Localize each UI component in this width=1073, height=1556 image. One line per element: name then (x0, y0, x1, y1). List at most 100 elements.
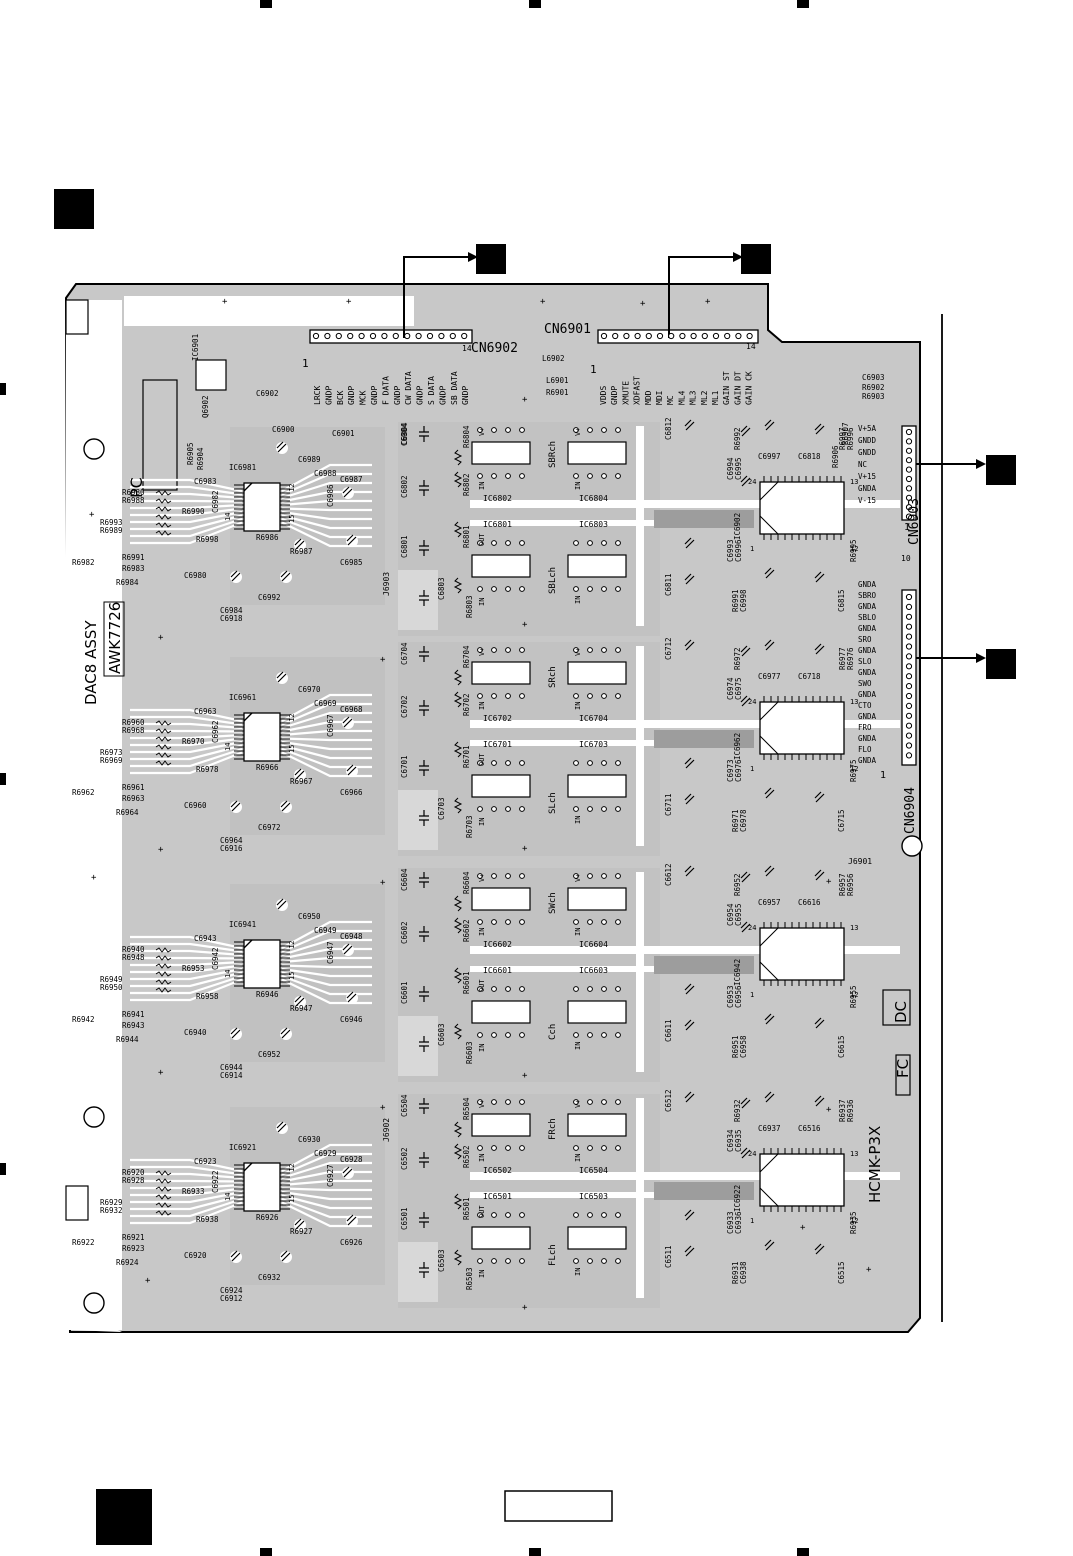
resistor-symbol (155, 728, 172, 734)
electrolytic-symbol (740, 1097, 751, 1109)
ic-pin (505, 986, 511, 992)
connector-pin (905, 613, 913, 620)
electrolytic-symbol (684, 1209, 695, 1221)
resistor-designator: R6948 (122, 953, 145, 962)
electrolytic-symbol (276, 441, 287, 453)
resistor-symbol (155, 1194, 172, 1200)
pin-number: 12 (288, 1164, 296, 1172)
ic-pin (505, 1212, 511, 1218)
trace (636, 426, 644, 626)
resistor-symbol (155, 987, 172, 993)
ic-pin (615, 647, 621, 653)
reference-mark: + (380, 1103, 386, 1113)
resistor-designator: R6975 (849, 759, 858, 782)
cn6901-signal: GAIN DT (733, 371, 742, 405)
ic-pin (587, 540, 593, 546)
connector-pin (381, 332, 388, 340)
resistor-designator: R6702 (462, 693, 471, 716)
cn6901-signal: GNDP (610, 386, 619, 405)
pin-number: 15 (288, 1195, 296, 1203)
ic-pin (491, 473, 497, 479)
opamp-ic-body (471, 554, 531, 578)
connector-pin (905, 752, 913, 759)
resistor-designator: R6501 (462, 1197, 471, 1220)
capacitor-designator: C6718 (798, 672, 821, 681)
pin-function: IN (478, 818, 486, 826)
trace (130, 974, 243, 995)
opamp-ic-body (567, 441, 627, 465)
connector-pin (905, 712, 913, 719)
resistor-symbol (155, 1210, 172, 1216)
resistor-symbol (155, 760, 172, 766)
opamp-ic-body (567, 774, 627, 798)
pin-number: 14 (224, 970, 232, 978)
electrolytic-symbol (346, 764, 357, 776)
ic-pin (587, 693, 593, 699)
resistor-symbol (155, 1178, 172, 1184)
ic-designator: IC6504 (579, 1166, 608, 1175)
capacitor-symbol (419, 1098, 429, 1114)
resistor-designator: R6932 (100, 1206, 123, 1215)
pin-function: IN (478, 928, 486, 936)
connector-pin (905, 732, 913, 739)
trace (130, 510, 243, 524)
capacitor-designator: C6970 (298, 685, 321, 694)
connector-pin (905, 633, 913, 640)
capacitor-designator: C6960 (184, 801, 207, 810)
part-designator: R6905 (186, 442, 195, 465)
capacitor-designator: C6701 (400, 755, 409, 778)
resistor-designator: R6970 (182, 737, 205, 746)
resistor-designator: R6703 (465, 815, 474, 838)
resistor-designator: R6929 (100, 1198, 123, 1207)
ic-pin (477, 540, 483, 546)
resistor-designator: R6960 (122, 718, 145, 727)
electrolytic-symbol (684, 1091, 695, 1103)
ic-pin (601, 427, 607, 433)
resistor-designator: R6966 (256, 763, 279, 772)
pin-function: V+ (574, 1100, 582, 1108)
trace (130, 1172, 243, 1180)
resistor-symbol (155, 522, 172, 528)
ic-pin (477, 806, 483, 812)
trace (281, 1187, 372, 1192)
electrolytic-symbol (740, 695, 751, 707)
ic-pin (587, 473, 593, 479)
capacitor-designator: C6977 (758, 672, 781, 681)
resistor-symbol (453, 895, 463, 912)
ic-pin (505, 806, 511, 812)
ic-pin (505, 873, 511, 879)
pin-number: 13 (850, 1150, 858, 1158)
cn6901-signal: MDD (644, 390, 653, 405)
capacitor-designator: C6914 (220, 1071, 243, 1080)
capacitor-symbol (419, 986, 429, 1002)
reference-mark: + (826, 877, 832, 887)
ic-pin (519, 540, 525, 546)
capacitor-designator: C6922 (211, 1170, 220, 1193)
cn6902-pin1: 1 (302, 357, 309, 370)
cn6903-signal: V+15 (858, 472, 876, 481)
capacitor-designator: C6929 (314, 1149, 337, 1158)
ic-designator: IC6961 (229, 693, 256, 702)
electrolytic-symbol (814, 423, 825, 435)
cn6902-signal: GNDP (347, 386, 356, 405)
ic-pin (519, 760, 525, 766)
ic-pin (477, 760, 483, 766)
trace (654, 730, 754, 748)
ic-pin (587, 986, 593, 992)
connector-pin (438, 332, 445, 340)
cn6902-signal: BCK (336, 390, 345, 405)
electrolytic-symbol (294, 995, 305, 1007)
connector-pin (335, 332, 342, 340)
capacitor-designator: C6988 (314, 469, 337, 478)
electrolytic-symbol (294, 538, 305, 550)
trace (130, 967, 243, 981)
connector-pin (905, 643, 913, 650)
capacitor-designator: C6969 (314, 699, 337, 708)
part-designator: Q6902 (201, 395, 210, 418)
connector-pin (449, 332, 456, 340)
pin-function: IN (478, 482, 486, 490)
ic-pin (519, 427, 525, 433)
dac-ic-right (759, 701, 845, 755)
opamp-ic-body (471, 441, 531, 465)
capacitor-designator: C6603 (437, 1023, 446, 1046)
